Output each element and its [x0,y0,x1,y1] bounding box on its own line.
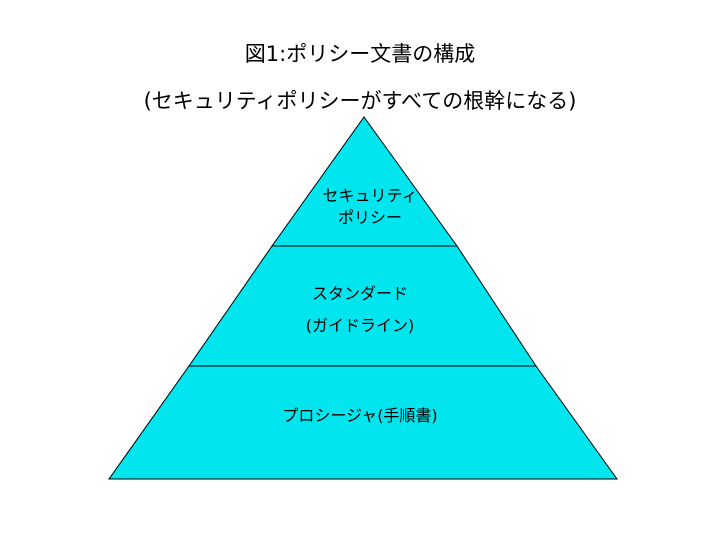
pyramid-layer-middle-sublabel: (ガイドライン) [305,316,415,335]
layer-top-line-1: セキュリティ [322,186,418,205]
pyramid-layer-top-label: セキュリティ ポリシー [300,185,440,229]
pyramid-layer-bottom-shape [108,365,618,480]
pyramid-layer-middle-label: スタンダード [311,284,408,303]
diagram-title: 図1:ポリシー文書の構成 [244,42,476,66]
layer-top-line-2: ポリシー [337,208,402,227]
pyramid-layer-bottom-label: プロシージャ(手順書) [282,406,438,425]
diagram-subtitle: (セキュリティポリシーがすべての根幹になる) [143,89,577,113]
pyramid-layer-middle-shape [188,245,537,367]
